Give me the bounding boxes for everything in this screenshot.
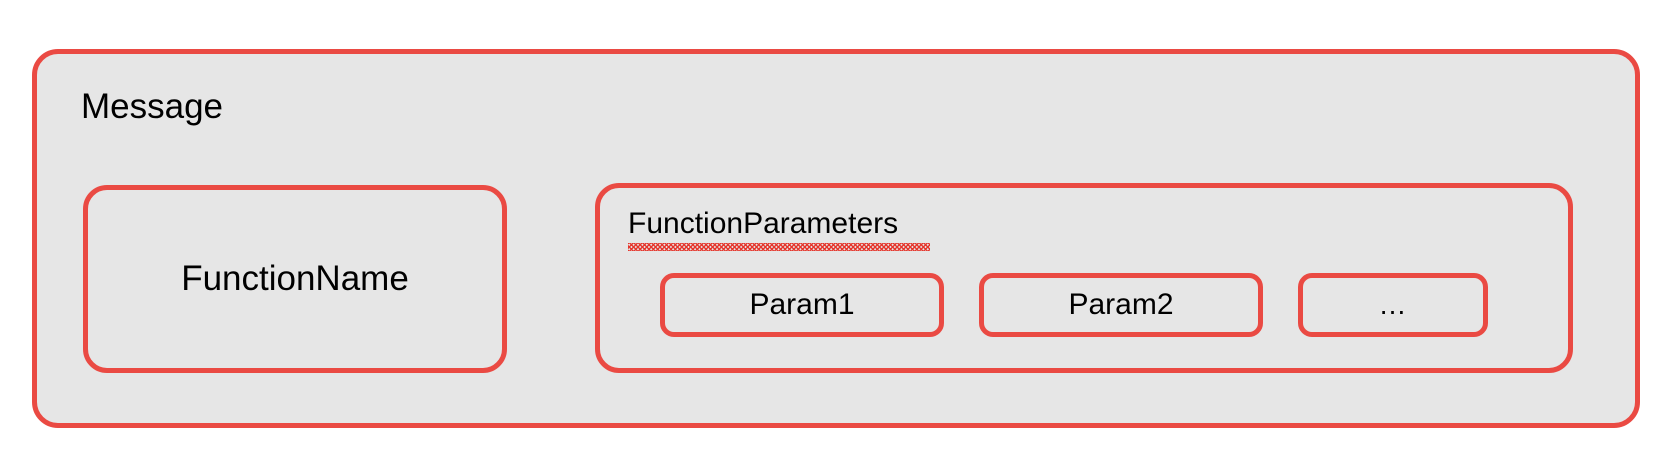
param-chip-2[interactable]: Param2 [979, 273, 1263, 337]
function-parameters-label: FunctionParameters [628, 207, 899, 240]
function-parameters-box[interactable]: FunctionParameters Param1 Param2 … [595, 183, 1573, 373]
spellcheck-squiggle-underline [628, 243, 930, 251]
function-name-box[interactable]: FunctionName [83, 185, 507, 373]
function-name-label: FunctionName [181, 259, 409, 298]
param-chip-ellipsis[interactable]: … [1298, 273, 1488, 337]
message-container[interactable]: Message FunctionName FunctionParameters … [32, 49, 1640, 428]
param-chip-1[interactable]: Param1 [660, 273, 944, 337]
message-label: Message [81, 87, 224, 126]
parameter-chip-row: Param1 Param2 … [660, 273, 1488, 337]
